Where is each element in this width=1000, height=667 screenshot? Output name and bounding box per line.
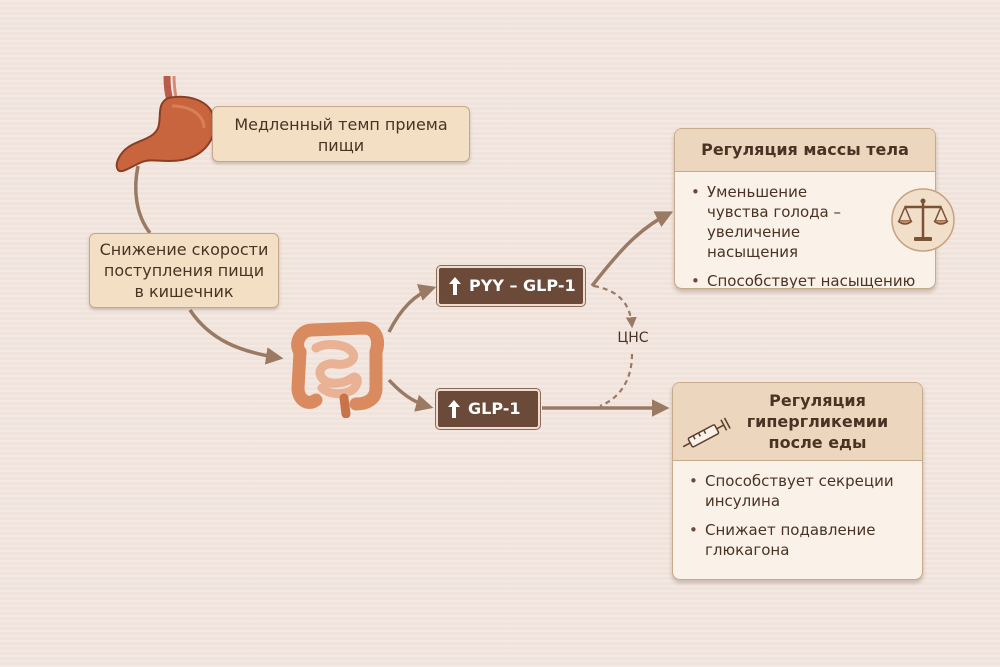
balance-scale-icon — [891, 188, 955, 252]
card-hyperglycemia: Регуляция гипергликемии после еды Способ… — [672, 382, 923, 580]
list-item: Снижает подавление глюкагона — [687, 520, 912, 560]
arrow-stomach-to-rate — [134, 165, 152, 235]
list-item: Уменьшение чувства голода – увеличение н… — [689, 182, 925, 262]
arrow-rate-to-intestine — [188, 309, 284, 365]
node-rate-reduction: Снижение скорости поступления пищи в киш… — [89, 233, 279, 308]
list-item: Способствует насыщению — [689, 271, 925, 288]
up-arrow-icon — [449, 277, 461, 295]
up-arrow-icon — [448, 400, 460, 418]
cns-label: ЦНС — [617, 330, 649, 346]
hormone-pyy-glp1: PYY – GLP-1 — [436, 265, 586, 307]
card-body-mass-title: Регуляция массы тела — [675, 129, 935, 172]
node-rate-reduction-label: Снижение скорости поступления пищи в киш… — [99, 240, 269, 301]
arrow-pyy-to-mass — [590, 211, 674, 288]
card-hyperglycemia-list: Способствует секреции инсулина Снижает п… — [673, 461, 922, 560]
hormone-glp1: GLP-1 — [435, 388, 541, 430]
dashed-cns-to-glp — [599, 353, 634, 408]
card-body-mass-list: Уменьшение чувства голода – увеличение н… — [675, 172, 935, 288]
card-body-mass: Регуляция массы тела Уменьшение чувства … — [674, 128, 936, 289]
syringe-icon — [682, 417, 731, 448]
card-hyperglycemia-title: Регуляция гипергликемии после еды — [673, 383, 922, 461]
hormone-pyy-glp1-label: PYY – GLP-1 — [469, 276, 576, 295]
arrow-intestine-to-glp — [387, 378, 434, 412]
arrow-intestine-to-pyy — [387, 284, 437, 333]
stomach-icon — [115, 76, 216, 172]
dashed-pyy-to-cns — [593, 284, 637, 329]
node-slow-intake: Медленный темп приема пищи — [212, 106, 470, 162]
intestine-icon — [291, 321, 384, 418]
list-item: Способствует секреции инсулина — [687, 471, 912, 511]
node-slow-intake-label: Медленный темп приема пищи — [234, 115, 448, 155]
hormone-glp1-label: GLP-1 — [468, 399, 521, 418]
